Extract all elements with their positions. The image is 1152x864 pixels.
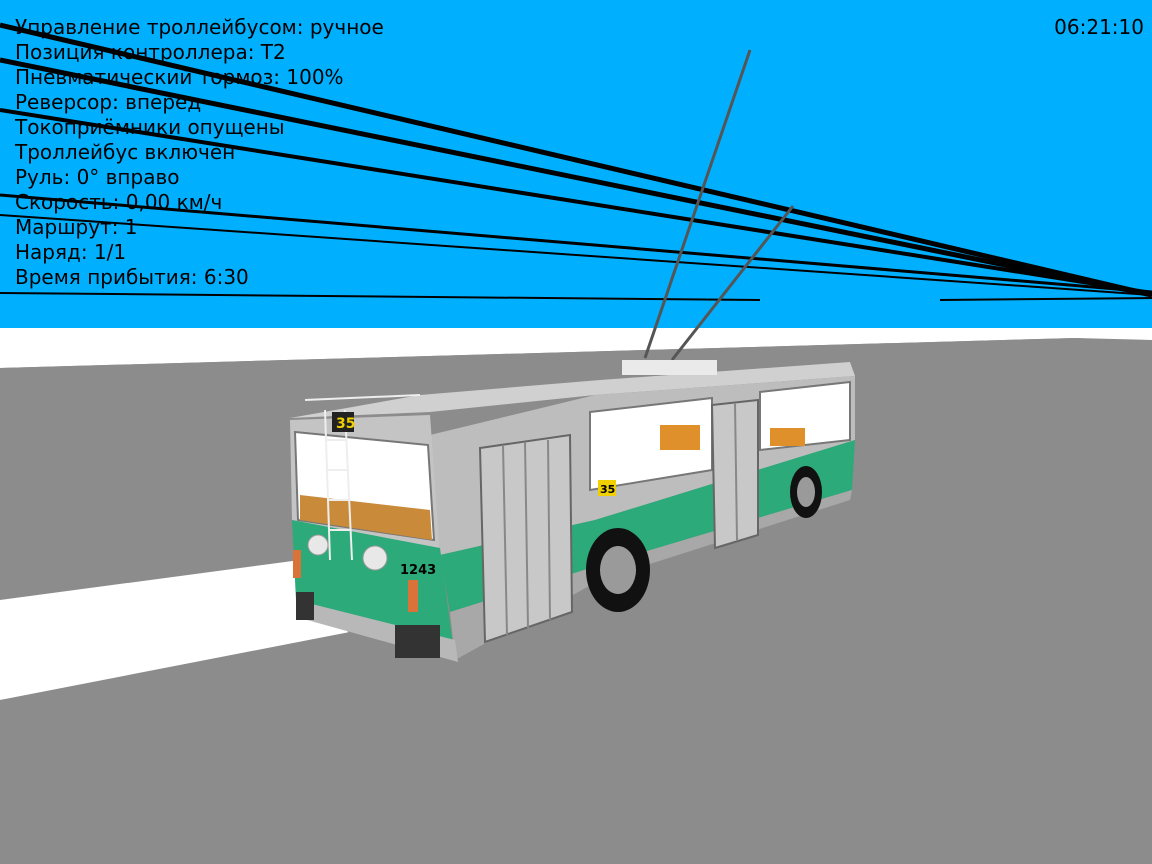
hud-controller-position: Позиция контроллера: T2 [15, 40, 286, 64]
hud-speed: Скорость: 0,00 км/ч [15, 190, 223, 214]
hud-steering: Руль: 0° вправо [15, 165, 180, 189]
trolleybus: 35 1243 35 [290, 360, 855, 662]
hud-control-mode: Управление троллейбусом: ручное [15, 15, 384, 39]
hud-shift: Наряд: 1/1 [15, 240, 127, 264]
hud-pantographs: Токоприёмники опущены [15, 115, 285, 139]
side-route-sign: 35 [600, 483, 615, 496]
sky [0, 0, 1152, 328]
hud-route: Маршрут: 1 [15, 215, 138, 239]
fleet-number: 1243 [400, 563, 436, 578]
hud-arrival-time: Время прибытия: 6:30 [15, 265, 249, 289]
game-clock: 06:21:10 [1054, 15, 1144, 39]
hud-reverser: Реверсор: вперед [15, 90, 202, 114]
trolley-poles [643, 49, 795, 361]
overhead-wires [0, 22, 1152, 301]
rear-route-sign: 35 [336, 416, 355, 432]
hud-status-panel: Управление троллейбусом: ручное Позиция … [15, 15, 384, 290]
hud-pneumatic-brake: Пневматический тормоз: 100% [15, 65, 344, 89]
hud-power-state: Троллейбус включен [15, 140, 236, 164]
road-surface [0, 380, 1152, 864]
